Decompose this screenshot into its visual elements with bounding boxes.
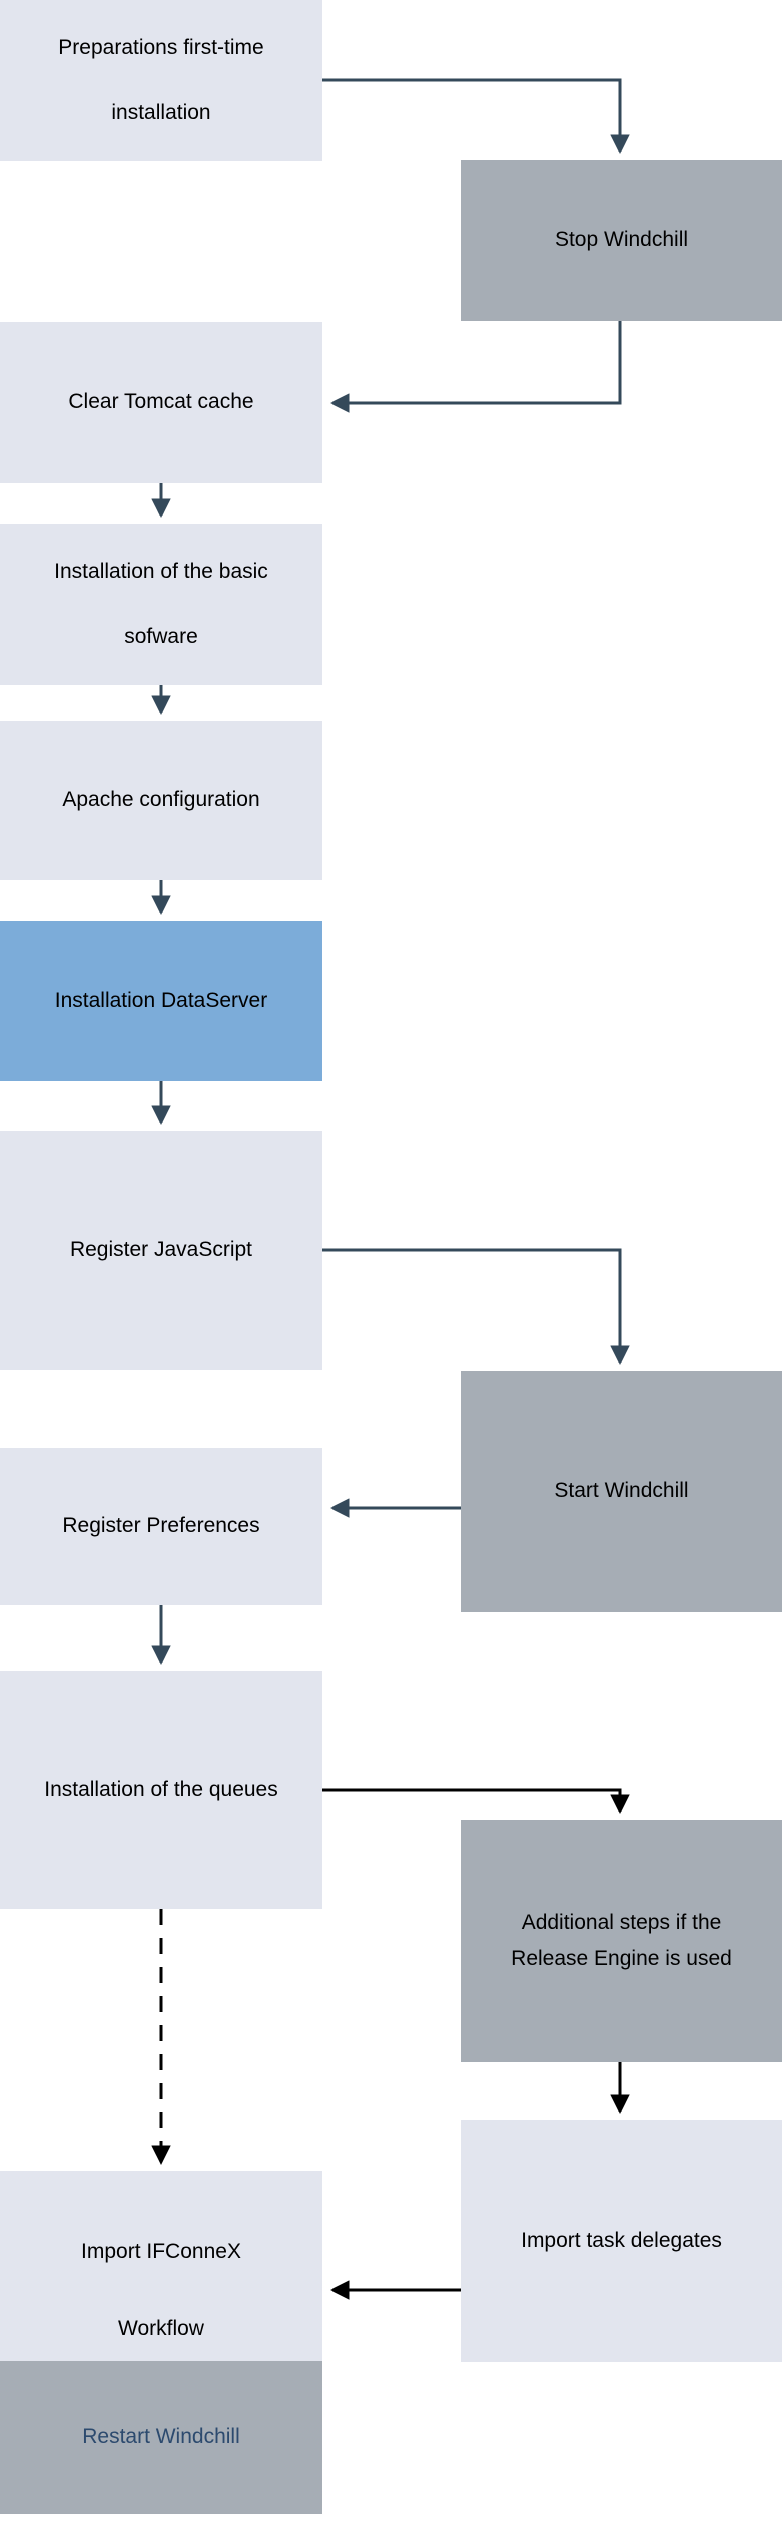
node-label-line1: Register Preferences [62,1514,260,1538]
node-register-javascript[interactable]: Register JavaScript [0,1131,322,1370]
node-additional-steps-release-engine[interactable]: Additional steps if the Release Engine i… [461,1820,782,2062]
edge-javascript-to-start [322,1248,630,1365]
node-label-line1: Clear Tomcat cache [68,390,254,414]
edge-stop-to-tomcat [330,321,622,413]
node-apache-configuration[interactable]: Apache configuration [0,721,322,880]
node-label-line1: Import IFConneX [81,2240,241,2264]
node-label-line1: Installation of the basic [54,560,268,584]
node-clear-tomcat-cache[interactable]: Clear Tomcat cache [0,322,322,483]
node-label-line1: Register JavaScript [69,1238,253,1262]
node-import-task-delegates[interactable]: Import task delegates [461,2120,782,2362]
edge-prep-to-stop [322,78,630,154]
node-installation-of-the-basic-sofware[interactable]: Installation of the basic sofware [0,524,322,685]
node-label-line2: installation [111,100,211,124]
node-label-line1: Start Windchill [554,1479,689,1503]
node-installation-of-the-queues[interactable]: Installation of the queues [0,1671,322,1909]
node-register-preferences[interactable]: Register Preferences [0,1448,322,1605]
node-start-windchill[interactable]: Start Windchill [461,1371,782,1612]
node-restart-windchill[interactable]: Restart Windchill [0,2361,322,2514]
node-stop-windchill[interactable]: Stop Windchill [461,160,782,321]
node-label-line1: Installation of the queues [44,1777,278,1801]
node-label-line2: sofware [124,624,198,648]
node-label-line1: Preparations first-time [58,36,264,60]
node-label-line1: Stop Windchill [554,228,689,252]
node-preparations-first-time-installation[interactable]: Preparations first-time installation [0,0,322,161]
edge-queues-to-releng [322,1788,630,1814]
node-label-line1: Additional steps if the [521,1910,722,1934]
node-label-line1: Restart Windchill [82,2425,240,2449]
node-label-line1: Installation DataServer [54,988,268,1012]
node-label-line2: Release Engine is used [511,1947,732,1970]
node-label-line1: Apache configuration [62,788,260,812]
node-label-line1: Import task delegates [521,2228,722,2252]
node-label-line2: Workflow [118,2316,204,2340]
node-installation-dataserver[interactable]: Installation DataServer [0,921,322,1081]
